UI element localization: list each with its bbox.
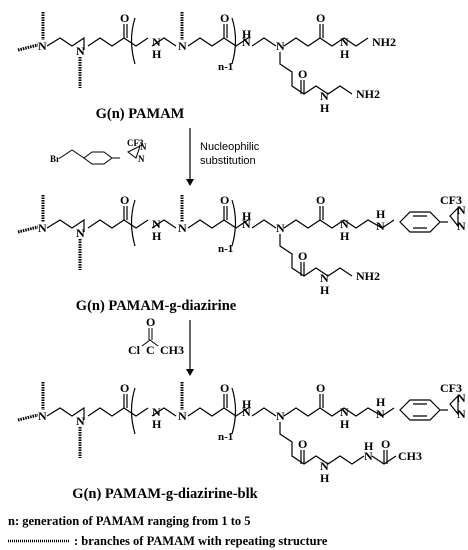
svg-text:N: N (152, 405, 161, 419)
svg-text:N: N (376, 407, 385, 421)
svg-text:O: O (316, 11, 325, 25)
svg-text:N: N (76, 44, 85, 58)
svg-text:H: H (152, 229, 162, 243)
svg-text:H: H (320, 101, 330, 115)
svg-text:O: O (220, 193, 229, 207)
svg-text:N: N (38, 39, 47, 53)
structure-pamam (17, 12, 369, 95)
structure-pamam-diazirine (17, 195, 459, 277)
svg-text:CH3: CH3 (398, 449, 422, 463)
svg-text:N: N (76, 226, 85, 240)
svg-text:H: H (242, 27, 252, 41)
svg-text:N: N (178, 39, 187, 53)
svg-text:O: O (220, 11, 229, 25)
svg-text:O: O (316, 193, 325, 207)
svg-text:H: H (320, 471, 330, 485)
svg-text:N: N (242, 217, 251, 231)
svg-text:n-1: n-1 (218, 431, 233, 443)
svg-text:N: N (152, 35, 161, 49)
svg-text:NH2: NH2 (356, 269, 380, 283)
svg-text:N: N (364, 449, 373, 463)
svg-text:N: N (320, 271, 329, 285)
svg-text:H: H (242, 397, 252, 411)
reagent-1-atoms: Br CF3 N N (50, 138, 147, 164)
svg-text:N: N (276, 409, 285, 423)
svg-text:N: N (38, 221, 47, 235)
svg-text:N: N (320, 89, 329, 103)
svg-text:NH2: NH2 (356, 87, 380, 101)
svg-text:O: O (120, 381, 129, 395)
svg-text:N: N (457, 219, 466, 233)
footnote-branch-definition: : branches of PAMAM with repeating struc… (74, 534, 328, 548)
structure-label-pamam-diazirine: G(n) PAMAM-g-diazirine (76, 298, 237, 314)
structure-pamam-diazirine-atoms: N N O N H N O N H n-1 N O N H H N CF3 N … (38, 193, 466, 297)
svg-text:Br: Br (50, 154, 60, 164)
reaction-condition-line1: Nucleophilic (200, 141, 260, 153)
svg-text:N: N (457, 203, 466, 217)
svg-text:H: H (152, 47, 162, 61)
svg-text:n-1: n-1 (218, 243, 233, 255)
svg-text:H: H (340, 417, 350, 431)
svg-text:O: O (298, 249, 307, 263)
svg-text:H: H (376, 207, 386, 221)
svg-text:O: O (120, 193, 129, 207)
svg-text:N: N (457, 391, 466, 405)
structure-pamam-diazirine-blk-atoms: N N O N H N O N H n-1 N O N H H N CF3 N … (38, 381, 466, 485)
svg-text:N: N (76, 414, 85, 428)
svg-text:CF3: CF3 (440, 381, 462, 395)
svg-text:N: N (320, 459, 329, 473)
svg-text:NH2: NH2 (372, 35, 396, 49)
svg-text:H: H (376, 395, 386, 409)
svg-text:n-1: n-1 (218, 61, 233, 73)
svg-text:O: O (381, 437, 390, 451)
svg-text:H: H (364, 439, 374, 453)
svg-text:O: O (298, 437, 307, 451)
branch-stub (17, 43, 39, 52)
structure-label-pamam-diazirine-blk: G(n) PAMAM-g-diazirine-blk (72, 486, 258, 502)
svg-text:Cl: Cl (128, 343, 141, 357)
svg-text:O: O (298, 67, 307, 81)
svg-text:H: H (320, 283, 330, 297)
svg-text:H: H (152, 417, 162, 431)
svg-text:CH3: CH3 (160, 343, 184, 357)
svg-text:H: H (340, 229, 350, 243)
svg-text:N: N (140, 142, 147, 152)
svg-text:O: O (220, 381, 229, 395)
svg-text:N: N (376, 219, 385, 233)
footnote-n-definition: n: generation of PAMAM ranging from 1 to… (8, 514, 251, 528)
reagent-acetyl-chloride (141, 328, 159, 347)
svg-text:N: N (178, 409, 187, 423)
svg-text:CF3: CF3 (127, 138, 144, 148)
svg-text:N: N (178, 221, 187, 235)
reagent-2-atoms: O Cl C CH3 (128, 315, 184, 357)
structure-pamam-diazirine-blk (17, 382, 459, 465)
reagent-bromobenzyl-diazirine (59, 145, 141, 165)
svg-text:N: N (152, 217, 161, 231)
svg-text:N: N (340, 35, 349, 49)
svg-text:CF3: CF3 (440, 193, 462, 207)
svg-text:N: N (38, 409, 47, 423)
structure-pamam-atoms: N N O N H N O N H n-1 N O N H NH2 O N H … (38, 11, 396, 115)
svg-text:H: H (242, 209, 252, 223)
svg-text:N: N (340, 217, 349, 231)
svg-text:H: H (340, 47, 350, 61)
svg-text:N: N (242, 405, 251, 419)
svg-text:N: N (276, 39, 285, 53)
svg-text:O: O (120, 11, 129, 25)
svg-text:O: O (146, 315, 155, 329)
svg-text:N: N (340, 405, 349, 419)
svg-text:N: N (457, 407, 466, 421)
svg-text:N: N (138, 154, 145, 164)
svg-text:C: C (146, 343, 155, 357)
svg-text:O: O (316, 381, 325, 395)
structure-label-pamam: G(n) PAMAM (96, 106, 185, 122)
svg-text:N: N (276, 221, 285, 235)
svg-text:N: N (242, 35, 251, 49)
reaction-condition-line2: substitution (200, 155, 256, 167)
